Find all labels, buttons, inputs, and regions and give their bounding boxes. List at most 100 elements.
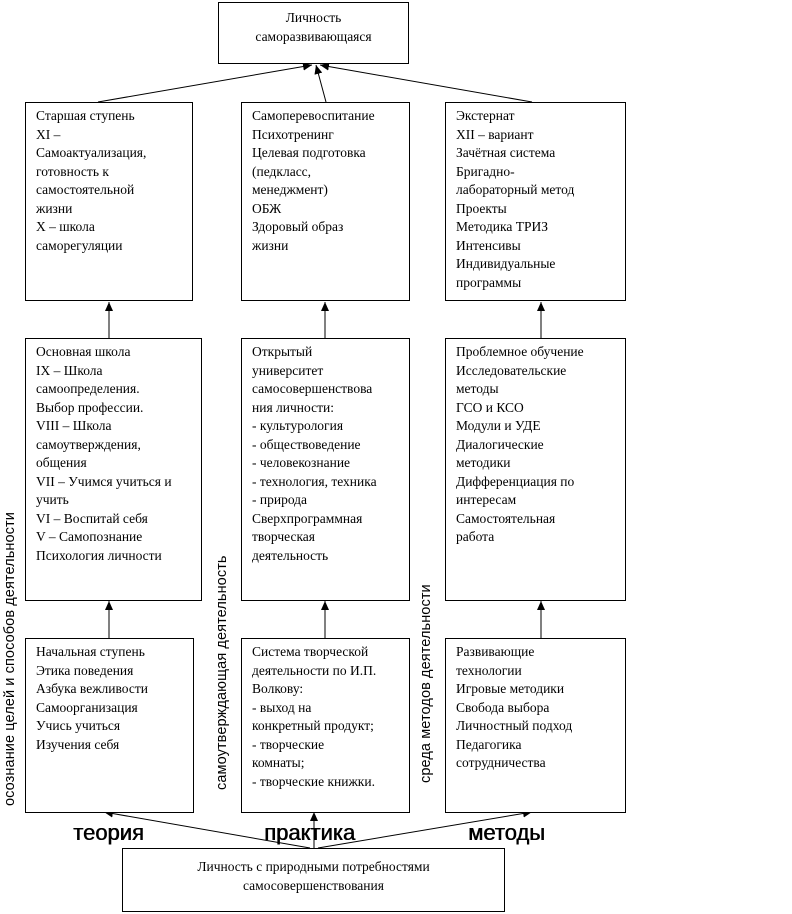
box-line: программы (456, 274, 522, 290)
top-box-self-developing-personality: Личность саморазвивающаяся (218, 2, 409, 64)
box-line: жизни (252, 237, 289, 253)
box-line: деятельности по И.П. (252, 662, 377, 678)
box-line: Самоперевоспитание (252, 108, 375, 123)
label-methods: методы (468, 820, 545, 845)
box-line: университет (252, 362, 324, 378)
box-line: комнаты; (252, 755, 305, 770)
box-line: Старшая ступень (36, 108, 135, 123)
box-line: Проблемное обучение (456, 344, 584, 359)
box-line: Педагогика (456, 736, 522, 752)
box-line: Развивающие (456, 644, 535, 659)
box-line: Выбор профессии. (36, 399, 144, 415)
box-line: Диалогические (456, 436, 544, 452)
col3-top-box: Экстернат XII – вариант Зачётная система… (445, 102, 626, 301)
box-line: Бригадно- (456, 163, 515, 179)
box-line: учить (36, 492, 69, 507)
box-line: Исследовательские (456, 362, 567, 378)
arrow-bottom-to-col1 (103, 809, 311, 849)
box-line: Психология личности (36, 547, 162, 563)
arrow-col2-to-top (314, 64, 327, 103)
box-line: Начальная ступень (36, 644, 145, 659)
bottom-box-line-2: самосовершенствования (243, 877, 384, 893)
arrow-col1-to-top (97, 62, 313, 103)
box-line: - культурология (252, 418, 344, 433)
box-line: ГСО и КСО (456, 399, 524, 415)
box-line: - обществоведение (252, 436, 361, 452)
col2-top-box: Самоперевоспитание Психотренинг Целевая … (241, 102, 410, 301)
arrow-col3-to-top (319, 62, 533, 103)
box-line: - человекознание (252, 455, 351, 470)
vertical-label-self-affirming: самоутверждающая деятельность (214, 555, 230, 790)
label-theory: теория (73, 820, 144, 845)
box-line: Дифференциация по (456, 473, 575, 489)
col2-creative-system-box: Система творческой деятельности по И.П. … (241, 638, 410, 813)
box-line: ния личности: (252, 399, 334, 415)
box-line: - технология, техника (252, 473, 377, 489)
box-line: сотрудничества (456, 755, 546, 770)
bottom-box-natural-needs-personality: Личность с природными потребностями само… (122, 848, 505, 912)
box-line: XI – (36, 126, 61, 142)
box-line: Самоорганизация (36, 699, 138, 715)
box-line: Свобода выбора (456, 699, 550, 715)
box-line: Психотренинг (252, 126, 334, 142)
top-box-line-1: Личность (285, 10, 342, 25)
box-line: (педкласс, (252, 163, 312, 179)
box-line: Индивидуальные (456, 256, 556, 271)
bottom-box-line-1: Личность с природными потребностями (197, 859, 430, 874)
box-line: Азбука вежливости (36, 681, 148, 696)
box-line: Экстернат (456, 108, 515, 123)
box-line: саморегуляции (36, 237, 123, 253)
box-line: деятельность (252, 547, 329, 563)
col3-methods-box: Проблемное обучение Исследовательские ме… (445, 338, 626, 601)
box-line: - природа (252, 492, 308, 507)
box-line: работа (456, 529, 495, 544)
box-line: творческая (252, 529, 316, 544)
box-line: самоопределения. (36, 381, 140, 396)
box-line: Учись учиться (36, 718, 121, 733)
box-line: технологии (456, 662, 522, 678)
box-line: Самоактуализация, (36, 145, 147, 160)
box-line: самоутверждения, (36, 436, 141, 452)
box-line: Открытый (252, 344, 313, 359)
box-line: Сверхпрограммная (252, 510, 363, 526)
col1-main-school-box: Основная школа IX – Школа самоопределени… (25, 338, 202, 601)
col1-senior-box: Старшая ступень XI – Самоактуализация, г… (25, 102, 193, 301)
box-line: Изучения себя (36, 736, 120, 752)
box-line: VIII – Школа (36, 418, 112, 433)
box-line: XII – вариант (456, 126, 534, 142)
col2-open-university-box: Открытый университет самосовершенствова … (241, 338, 410, 601)
box-line: менеджмент) (252, 182, 328, 197)
box-line: Основная школа (36, 344, 131, 359)
box-line: конкретный продукт; (252, 718, 374, 733)
box-line: Этика поведения (36, 662, 134, 678)
box-line: методики (456, 455, 511, 470)
box-line: V – Самопознание (36, 529, 143, 544)
box-line: VII – Учимся учиться и (36, 473, 172, 489)
box-line: методы (456, 381, 499, 396)
box-line: самостоятельной (36, 182, 135, 197)
box-line: готовность к (36, 163, 109, 179)
box-line: - творческие (252, 736, 325, 752)
box-line: Личностный подход (456, 718, 573, 733)
box-line: Волкову: (252, 681, 304, 696)
box-line: самосовершенствова (252, 381, 373, 396)
box-line: общения (36, 455, 87, 470)
box-line: лабораторный метод (456, 182, 575, 197)
box-line: Система творческой (252, 644, 369, 659)
box-line: X – школа (36, 219, 95, 234)
label-practice: практика (264, 820, 355, 845)
box-line: IX – Школа (36, 362, 103, 378)
box-line: Здоровый образ (252, 219, 344, 234)
box-line: интересам (456, 492, 517, 507)
box-line: Интенсивы (456, 237, 521, 253)
arrow-bottom-to-col3 (317, 809, 533, 849)
box-line: ОБЖ (252, 200, 282, 216)
box-line: - выход на (252, 699, 312, 715)
box-line: VI – Воспитай себя (36, 510, 148, 526)
box-line: жизни (36, 200, 73, 216)
box-line: Методика ТРИЗ (456, 219, 548, 234)
vertical-label-goals: осознание целей и способов деятельности (2, 512, 18, 806)
box-line: Зачётная система (456, 145, 556, 160)
col1-primary-box: Начальная ступень Этика поведения Азбука… (25, 638, 194, 813)
